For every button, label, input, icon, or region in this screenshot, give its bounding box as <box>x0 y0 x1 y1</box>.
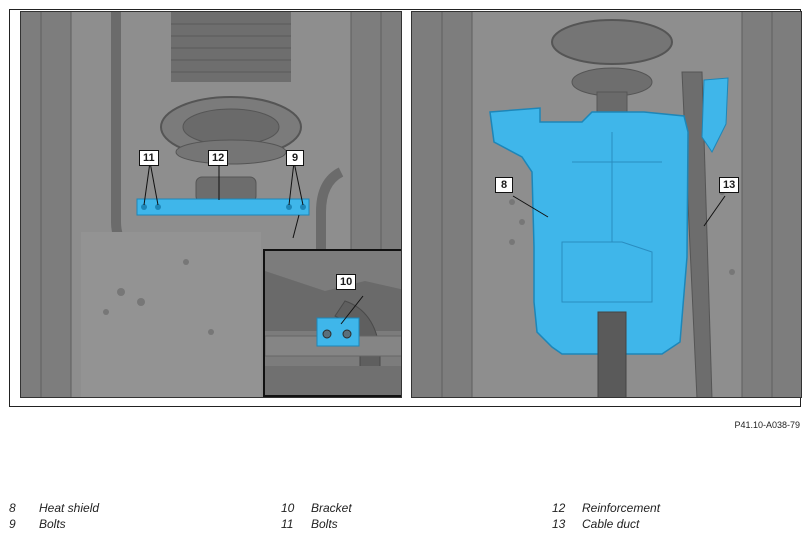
callout-12: 12 <box>208 150 229 166</box>
legend-number: 10 <box>281 501 295 515</box>
figure-reference: P41.10-A038-79 <box>734 420 800 430</box>
callout-8: 8 <box>495 177 513 193</box>
reinforcement-highlight <box>136 198 310 216</box>
legend-label: Reinforcement <box>582 501 661 515</box>
right-underbody-drawing <box>412 12 801 397</box>
heat-shield-highlight <box>489 107 689 355</box>
legend-number: 9 <box>9 517 16 531</box>
heat-shield-upper-highlight <box>701 77 729 153</box>
legend-number: 12 <box>552 501 566 515</box>
legend-label: Bolts <box>39 517 66 531</box>
legend-label: Cable duct <box>582 517 640 531</box>
left-illustration-panel <box>20 11 402 398</box>
callout-10: 10 <box>336 274 357 290</box>
legend-label: Bolts <box>311 517 338 531</box>
legend-number: 11 <box>281 517 294 531</box>
callout-13: 13 <box>719 177 740 193</box>
callout-9: 9 <box>286 150 304 166</box>
callout-11: 11 <box>139 150 159 166</box>
legend-label: Bracket <box>311 501 352 515</box>
right-illustration-panel <box>411 11 802 398</box>
inset-bracket-drawing <box>265 251 401 395</box>
legend-number: 8 <box>9 501 16 515</box>
legend-label: Heat shield <box>39 501 100 515</box>
legend-number: 13 <box>552 517 566 531</box>
detail-inset <box>263 249 401 397</box>
